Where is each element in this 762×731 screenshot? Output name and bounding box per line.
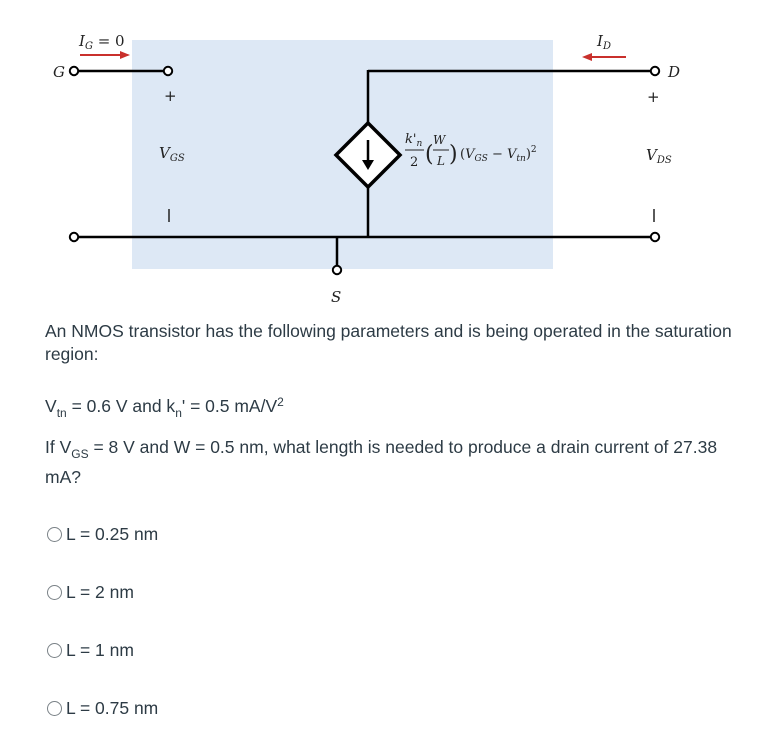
answer-option-label: L = 2 nm	[66, 581, 134, 602]
answer-option-3[interactable]: L = 1 nm	[47, 638, 134, 662]
drain-current-arrow-head	[582, 53, 592, 61]
drain-current-label: ID	[596, 32, 611, 52]
gate-terminal-left	[68, 65, 80, 77]
radio-button[interactable]	[47, 700, 62, 716]
kn-unit-superscript: 2	[277, 395, 284, 409]
gate-terminal-right	[162, 65, 174, 77]
answer-option-1[interactable]: L = 0.25 nm	[47, 522, 158, 546]
radio-button[interactable]	[47, 584, 62, 600]
gate-terminal-label: G	[53, 63, 65, 81]
kn-value: ' = 0.5 mA/V	[181, 396, 278, 416]
nmos-circuit-diagram: IG = 0 G D S ID + VGS + VDS k'n 2 ( W L …	[53, 32, 680, 306]
svg-text:(: (	[425, 142, 434, 167]
common-terminal-right	[649, 231, 661, 243]
ask-prefix: If V	[45, 437, 72, 457]
vgs-plus: +	[164, 87, 177, 105]
vds-plus: +	[647, 88, 660, 106]
svg-text:(VGS − Vtn)2: (VGS − Vtn)2	[460, 145, 537, 164]
common-terminal-left	[68, 231, 80, 243]
radio-button[interactable]	[47, 642, 62, 658]
svg-text:L: L	[436, 154, 445, 168]
vds-label: VDS	[646, 146, 672, 166]
drain-terminal	[649, 65, 661, 77]
drain-terminal-label: D	[667, 63, 680, 81]
vtn-symbol: V	[45, 396, 57, 416]
gate-current-label: IG = 0	[78, 32, 125, 52]
question-intro: An NMOS transistor has the following par…	[45, 321, 732, 364]
answer-option-2[interactable]: L = 2 nm	[47, 580, 134, 604]
source-terminal-label: S	[331, 288, 341, 306]
svg-text:): )	[449, 142, 458, 167]
gate-current-arrow-head	[120, 51, 130, 59]
question-prompt: If VGS = 8 V and W = 0.5 nm, what length…	[45, 436, 750, 489]
vtn-subscript: tn	[56, 406, 67, 420]
kn-subscript: n	[175, 406, 182, 420]
source-terminal	[331, 264, 343, 276]
vtn-value: = 0.6 V and k	[66, 396, 176, 416]
svg-text:2: 2	[410, 155, 418, 170]
answer-option-label: L = 0.25 nm	[66, 523, 159, 544]
vgs-subscript: GS	[71, 447, 89, 461]
drain-current-equation: k'n 2 ( W L ) (VGS − Vtn)2	[405, 132, 537, 170]
answer-option-label: L = 1 nm	[66, 639, 134, 660]
radio-button[interactable]	[47, 526, 62, 542]
question-parameters: Vtn = 0.6 V and kn' = 0.5 mA/V2	[45, 391, 745, 425]
current-source-arrow-head	[362, 160, 374, 170]
answer-option-4[interactable]: L = 0.75 nm	[47, 696, 158, 720]
answer-option-label: L = 0.75 nm	[66, 697, 159, 718]
ask-rest: = 8 V and W = 0.5 nm, what length is nee…	[45, 437, 718, 487]
svg-text:W: W	[433, 133, 447, 147]
